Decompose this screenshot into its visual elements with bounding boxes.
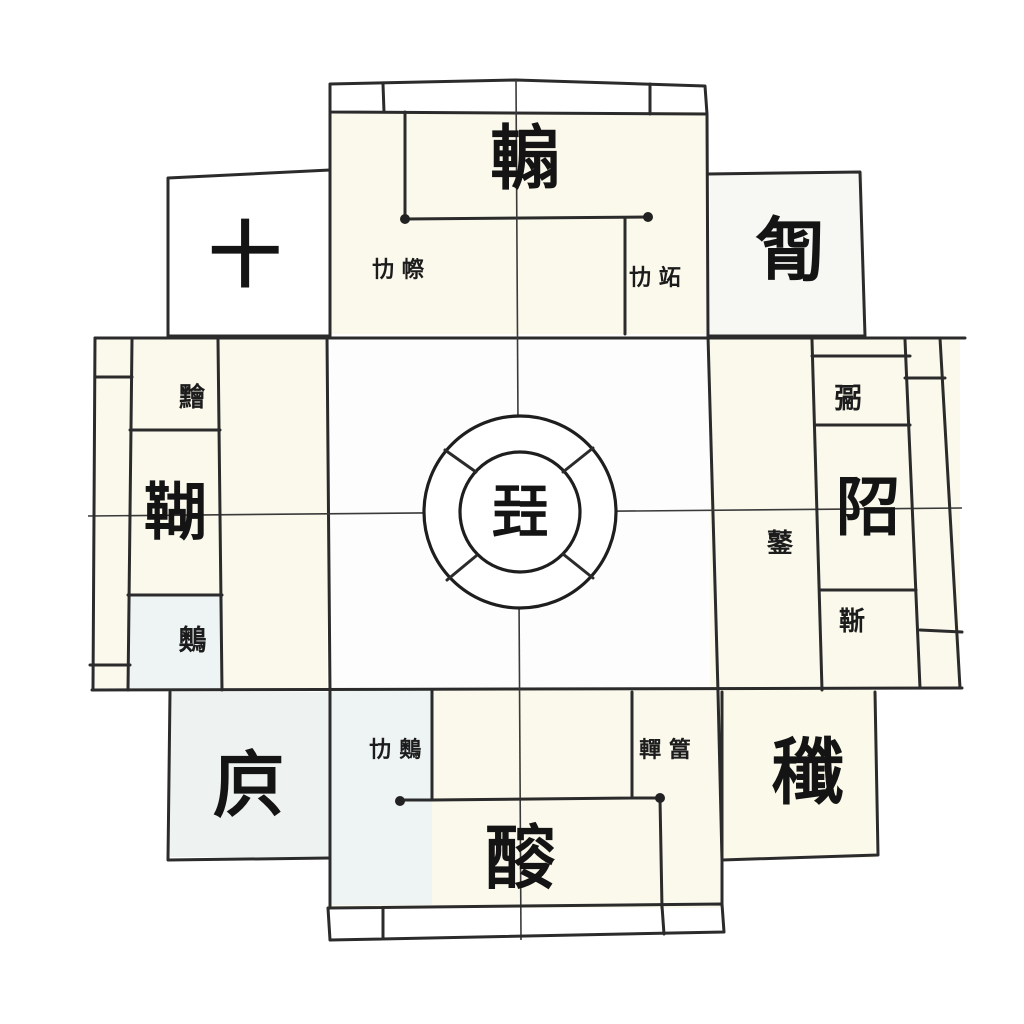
corner-tr-fill <box>710 172 863 337</box>
left-bottom-tint <box>128 595 223 688</box>
bottom-left-tint <box>332 690 432 905</box>
left-note-bottom: 䴈 <box>178 624 206 657</box>
corner-bottom-right-glyph: 䆎 <box>772 730 844 815</box>
corner-bl-fill <box>170 692 330 857</box>
left-main-glyph: 䩴 <box>144 476 206 549</box>
corner-tl-fill <box>170 175 330 335</box>
compass-inner-ring <box>458 450 582 574</box>
bottom-note-right: 䡲 䈏 <box>639 737 691 763</box>
compass-spokes <box>443 446 595 582</box>
right-note-top: 䰜 <box>834 382 862 415</box>
right-note-mid: 䥢 <box>766 529 794 559</box>
left-note-top: 䵳 <box>179 382 206 413</box>
bottom-main-glyph: 䤇 <box>485 817 555 900</box>
center-glyph: 㠭 <box>491 478 549 546</box>
top-main-glyph: 䡪 <box>490 117 560 200</box>
corner-br-fill <box>720 690 875 858</box>
right-note-bottom: 䩢 <box>839 607 865 637</box>
top-note-right: 㔹 䇉 <box>629 265 681 291</box>
corner-bottom-left-glyph: 㡶 <box>212 743 284 828</box>
corner-top-left-glyph: 十 <box>209 213 281 298</box>
right-main-glyph: 䧂 <box>836 471 900 546</box>
top-note-left: 㔹 㡜 <box>372 257 425 283</box>
bottom-note-left: 㔹 䴈 <box>369 737 421 763</box>
corner-top-right-glyph: 㔨 <box>755 209 825 292</box>
